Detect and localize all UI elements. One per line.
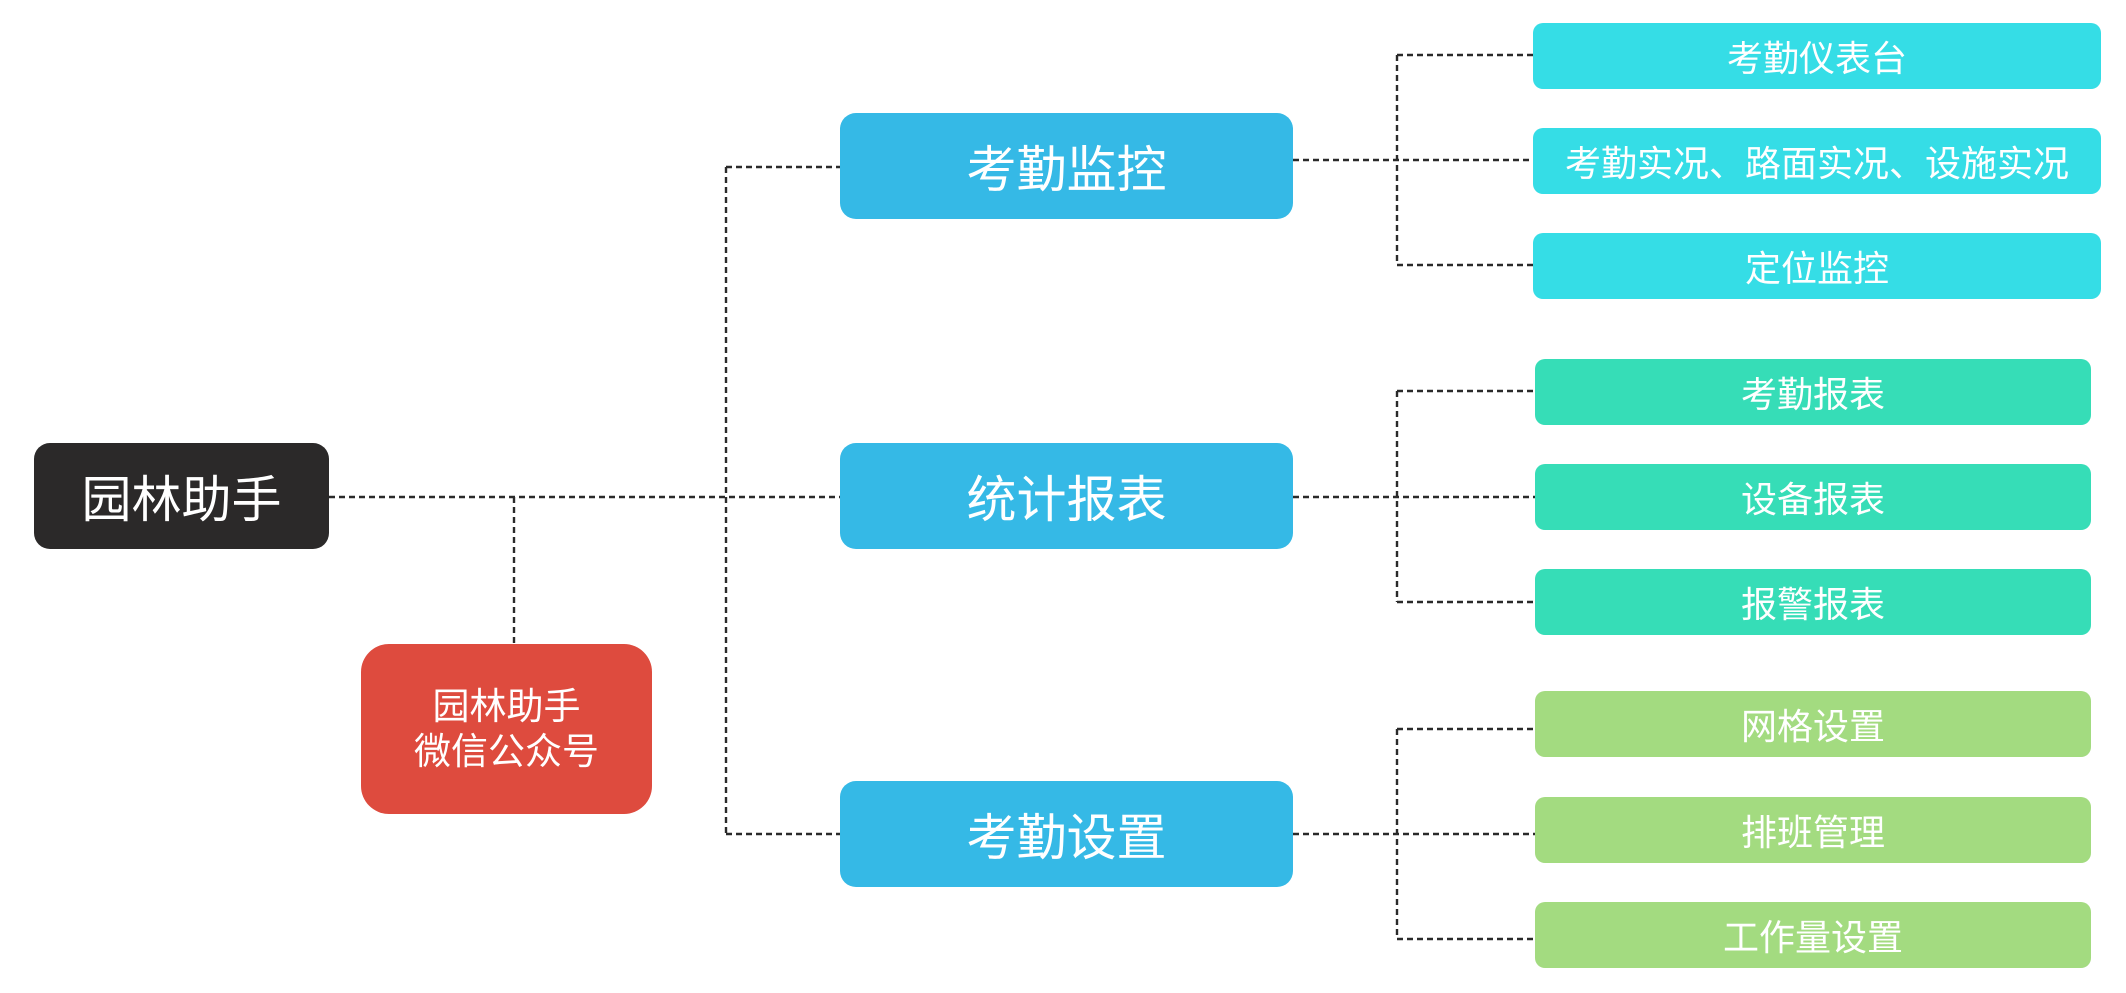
root-label: 园林助手 xyxy=(81,471,282,529)
branch-label: 统计报表 xyxy=(966,471,1167,529)
leaf-label: 报警报表 xyxy=(1740,585,1885,626)
connector-group-1 xyxy=(1293,53,1533,267)
leaf-live-status: 考勤实况、路面实况、设施实况 xyxy=(1533,128,2101,194)
root-node: 园林助手 xyxy=(34,443,329,549)
leaf-label: 定位监控 xyxy=(1744,249,1889,290)
branch-label: 考勤监控 xyxy=(966,141,1167,199)
leaf-label: 工作量设置 xyxy=(1722,918,1903,959)
leaf-attendance-report: 考勤报表 xyxy=(1535,359,2091,425)
branch-statistics-reports: 统计报表 xyxy=(840,443,1293,549)
leaf-label: 设备报表 xyxy=(1740,480,1885,521)
wechat-label-line-1: 园林助手 xyxy=(432,684,581,728)
branch-label: 考勤设置 xyxy=(966,809,1167,867)
wechat-account-node: 园林助手 微信公众号 xyxy=(361,644,652,814)
leaf-label: 考勤报表 xyxy=(1740,375,1885,416)
connector-group-2 xyxy=(1293,389,1535,604)
wechat-label-line-2: 微信公众号 xyxy=(414,730,599,773)
connector-group-3 xyxy=(1293,727,1535,941)
leaf-label: 考勤仪表台 xyxy=(1726,39,1907,80)
leaf-label: 网格设置 xyxy=(1740,707,1885,748)
leaf-workload-settings: 工作量设置 xyxy=(1535,902,2091,968)
leaf-label: 考勤实况、路面实况、设施实况 xyxy=(1564,144,2069,185)
leaf-grid-settings: 网格设置 xyxy=(1535,691,2091,757)
leaf-shift-management: 排班管理 xyxy=(1535,797,2091,863)
branch-attendance-settings: 考勤设置 xyxy=(840,781,1293,887)
leaf-device-report: 设备报表 xyxy=(1535,464,2091,530)
leaf-alarm-report: 报警报表 xyxy=(1535,569,2091,635)
leaf-attendance-dashboard: 考勤仪表台 xyxy=(1533,23,2101,89)
leaf-label: 排班管理 xyxy=(1740,813,1885,854)
branch-attendance-monitoring: 考勤监控 xyxy=(840,113,1293,219)
leaf-location-monitoring: 定位监控 xyxy=(1533,233,2101,299)
